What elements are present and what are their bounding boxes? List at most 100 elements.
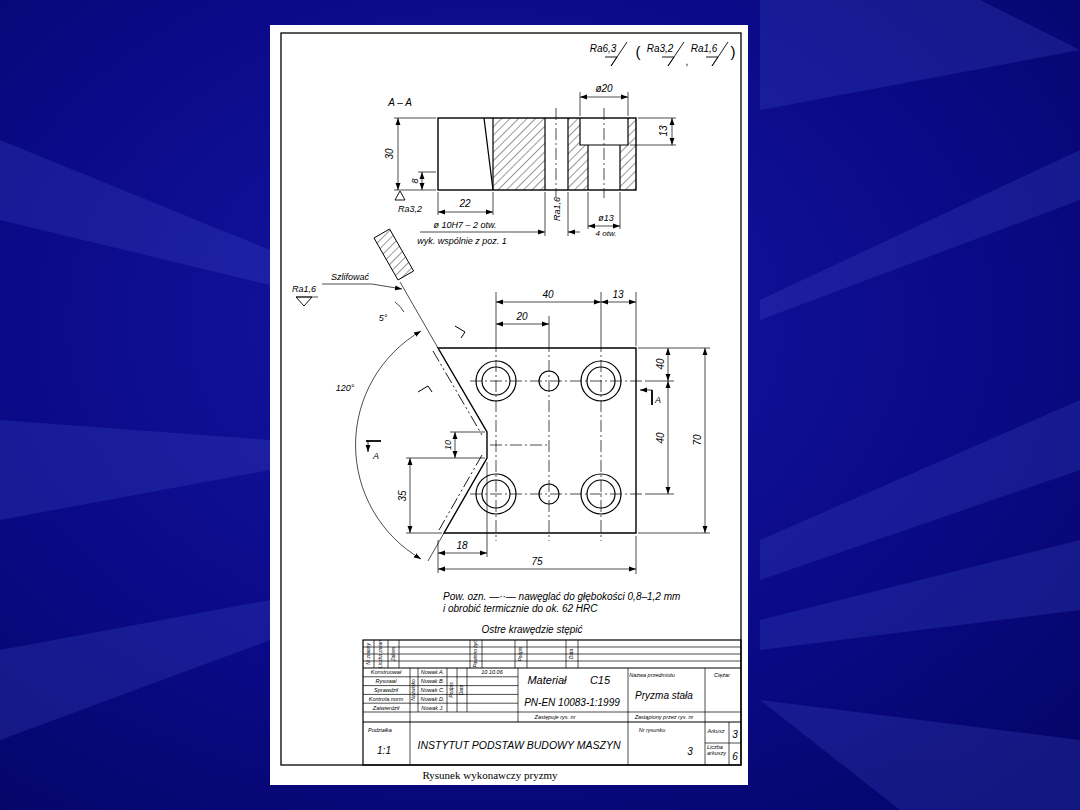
section-dimensions <box>580 97 628 98</box>
table-cell: Nr rysunku <box>639 727 666 733</box>
plan-dimensions <box>645 494 674 495</box>
dimension-text: 4 otw. <box>596 229 617 238</box>
section-view <box>438 108 636 198</box>
section-dimensions <box>420 232 545 233</box>
slide-background <box>760 700 1080 810</box>
roughness-value: Ra3,2 <box>647 43 674 55</box>
plan-dimensions <box>638 533 710 534</box>
plan-view <box>549 340 550 541</box>
plan-dimensions <box>636 536 637 574</box>
section-view <box>604 108 605 198</box>
plan-dimensions <box>638 348 710 349</box>
table-cell: Ciężar <box>714 672 730 678</box>
plan-dimensions <box>438 569 636 570</box>
figure-caption: Rysunek wykonawczy pryzmy <box>422 769 557 782</box>
section-view <box>484 118 493 190</box>
title-block <box>447 668 448 712</box>
section-dimensions <box>394 118 436 119</box>
section-marker <box>640 390 652 391</box>
title-block <box>363 721 741 722</box>
section-dimensions <box>422 172 423 190</box>
table-cell: Arkusz <box>708 728 725 734</box>
title-block <box>363 640 741 765</box>
section-name: A – A <box>388 97 412 109</box>
title-block <box>363 712 741 713</box>
title-block <box>363 676 518 677</box>
grinding-detail <box>296 229 414 312</box>
table-cell: Zatwierdził <box>373 705 399 711</box>
table-cell: Nazwa przedmiotu <box>629 672 675 678</box>
plan-view <box>356 282 645 561</box>
material-text: C15 <box>590 674 610 687</box>
section-dimensions <box>394 190 436 191</box>
table-cell: Nowak J. <box>421 705 444 711</box>
section-view <box>556 108 557 198</box>
dimension-text: 30 <box>384 148 396 159</box>
plan-view <box>418 386 432 392</box>
title-block <box>363 661 741 662</box>
plan-dimensions <box>705 348 706 533</box>
table-cell: Podziałka <box>368 727 392 733</box>
table-cell: Nowak D. <box>421 696 445 702</box>
roughness-value: Ra3,2 <box>398 204 422 214</box>
section-dimensions <box>672 118 673 145</box>
plan-view <box>433 351 482 435</box>
material-text: Materiał <box>527 674 566 687</box>
title-block <box>467 668 468 712</box>
table-header: Podpis <box>518 647 524 662</box>
section-dimensions <box>568 192 569 236</box>
table-header: Podpis <box>449 682 455 697</box>
institution-name: INSTYTUT PODSTAW BUDOWY MASZYN <box>417 739 620 751</box>
table-cell: Rysował <box>376 678 397 684</box>
title-block <box>705 668 706 765</box>
section-marker <box>368 441 369 452</box>
drawing-sheet <box>270 25 748 785</box>
section-view <box>587 145 588 190</box>
part-name: Pryzma stała <box>635 690 693 702</box>
plan-dimensions <box>406 458 485 459</box>
dimension-text: 75 <box>531 556 542 568</box>
dimension-text: 40 <box>655 432 667 443</box>
title-block <box>374 640 375 668</box>
plan-dimensions <box>496 324 549 325</box>
section-dimensions <box>438 212 493 213</box>
dimension-text: 40 <box>542 289 553 301</box>
section-dimensions <box>398 118 399 190</box>
plan-dimensions <box>438 553 487 554</box>
title-block <box>578 640 579 668</box>
machining-note: wyk. wspólnie z poz. 1 <box>417 236 507 246</box>
grinding-detail <box>374 229 414 280</box>
dimension-text: 10 <box>443 440 453 450</box>
table-cell: Zastępuje rys. nr <box>535 714 576 720</box>
table-cell: Sprawdził <box>374 687 398 693</box>
title-block <box>515 640 516 668</box>
plan-dimensions <box>487 462 488 557</box>
separator: , <box>686 56 689 68</box>
plan-view <box>439 455 482 530</box>
section-dimensions <box>418 172 436 173</box>
table-header: Data <box>459 685 465 696</box>
angle-text: 120° <box>336 383 355 393</box>
section-marker <box>651 390 653 405</box>
plan-dimensions <box>496 302 601 303</box>
title-block <box>527 640 528 668</box>
title-block <box>566 640 567 668</box>
roughness-value: Ra1,6 <box>691 43 718 55</box>
grinding-detail <box>322 284 372 285</box>
title-block <box>418 668 419 712</box>
section-dimensions <box>588 192 589 229</box>
plan-dimensions <box>410 458 411 533</box>
section-view <box>556 108 604 198</box>
section-letter: A <box>373 451 379 461</box>
roughness-value: Ra1,6 <box>552 197 562 221</box>
section-view <box>568 118 588 190</box>
section-dimensions <box>580 92 581 116</box>
title-block <box>363 694 518 695</box>
section-view <box>438 118 636 190</box>
scale-value: 1:1 <box>377 745 391 757</box>
technical-note: Ostre krawędzie stępić <box>481 624 582 636</box>
grinding-detail <box>395 302 404 312</box>
slide-background <box>760 150 1080 320</box>
